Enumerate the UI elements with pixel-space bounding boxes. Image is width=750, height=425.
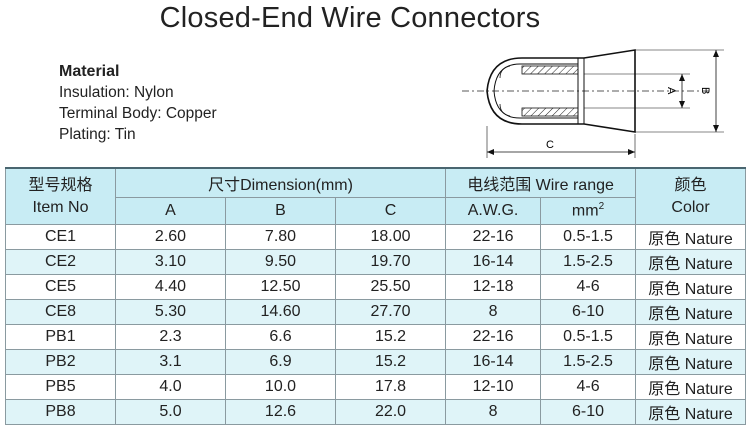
table-header-row-1: 型号规格 Item No 尺寸Dimension(mm) 电线范围 Wire r…	[5, 167, 747, 225]
table-header-row-2: A B C A.W.G. mm2	[6, 197, 746, 225]
connector-drawing: A B C	[462, 49, 724, 158]
material-insulation: Insulation: Nylon	[59, 84, 174, 101]
cell-dim-c: 22.0	[334, 399, 447, 425]
cell-awg: 22-16	[445, 224, 542, 250]
cell-item-no: CE2	[5, 249, 116, 275]
cell-color: 原色 Nature	[635, 399, 747, 425]
cell-dim-c: 17.8	[334, 374, 447, 400]
cell-color: 原色 Nature	[635, 249, 747, 275]
header-col-mm-sup: 2	[598, 201, 605, 213]
cell-dim-a: 4.0	[115, 374, 226, 400]
cell-dim-b: 6.9	[225, 349, 336, 375]
material-plating: Plating: Tin	[59, 126, 136, 143]
cell-mm2: 1.5-2.5	[540, 249, 637, 275]
material-block: Material Insulation: Nylon Terminal Body…	[59, 61, 217, 145]
cell-dim-c: 15.2	[334, 349, 447, 375]
cell-item-no: PB2	[5, 349, 116, 375]
cell-dim-c: 19.70	[334, 249, 447, 275]
header-color-cn: 颜色	[674, 176, 707, 194]
cell-dim-b: 7.80	[225, 224, 336, 250]
cell-dim-b: 6.6	[225, 324, 336, 350]
cell-mm2: 4-6	[540, 274, 637, 300]
cell-color: 原色 Nature	[635, 349, 747, 375]
cell-item-no: PB5	[5, 374, 116, 400]
cell-item-no: CE5	[5, 274, 116, 300]
spring-hatch-top	[521, 65, 579, 75]
cell-color: 原色 Nature	[635, 324, 747, 350]
cell-awg: 16-14	[445, 349, 542, 375]
cell-color: 原色 Nature	[635, 299, 747, 325]
header-col-c: C	[334, 197, 447, 225]
cell-dim-a: 2.3	[115, 324, 226, 350]
cell-dim-a: 3.10	[115, 249, 226, 275]
cell-dim-b: 10.0	[225, 374, 336, 400]
header-dimension: 尺寸Dimension(mm)	[114, 167, 447, 198]
cell-dim-b: 12.6	[225, 399, 336, 425]
cell-item-no: PB1	[5, 324, 116, 350]
cell-dim-c: 18.00	[334, 224, 447, 250]
cell-color: 原色 Nature	[635, 374, 747, 400]
cell-color: 原色 Nature	[635, 274, 747, 300]
material-terminal-body: Terminal Body: Copper	[59, 105, 217, 122]
header-item-no-cn: 型号规格	[28, 176, 93, 194]
connector-shell	[486, 49, 636, 133]
cell-awg: 12-18	[445, 274, 542, 300]
dim-label-c: C	[546, 139, 554, 151]
cell-dim-a: 3.1	[115, 349, 226, 375]
header-col-awg: A.W.G.	[445, 197, 542, 225]
cell-mm2: 0.5-1.5	[540, 224, 637, 250]
header-col-mm: mm	[571, 202, 599, 220]
cell-dim-c: 15.2	[334, 324, 447, 350]
header-wire-range: 电线范围 Wire range	[445, 167, 637, 198]
header-col-b: B	[225, 197, 336, 225]
cell-mm2: 6-10	[540, 399, 637, 425]
cell-dim-a: 2.60	[115, 224, 226, 250]
cell-awg: 16-14	[445, 249, 542, 275]
cell-awg: 8	[445, 399, 542, 425]
cell-item-no: PB8	[5, 399, 116, 425]
cell-dim-b: 12.50	[225, 274, 336, 300]
header-color: 颜色 Color	[635, 167, 747, 225]
header-item-no: 型号规格 Item No	[5, 167, 116, 225]
cell-awg: 22-16	[445, 324, 542, 350]
cell-mm2: 1.5-2.5	[540, 349, 637, 375]
cell-awg: 12-10	[445, 374, 542, 400]
cell-awg: 8	[445, 299, 542, 325]
cell-dim-a: 5.30	[115, 299, 226, 325]
material-heading: Material	[59, 63, 120, 80]
dim-label-b: B	[699, 87, 711, 94]
cell-dim-c: 27.70	[334, 299, 447, 325]
header-col-a: A	[115, 197, 226, 225]
header-col-mm2: mm2	[540, 197, 637, 225]
cell-dim-c: 25.50	[334, 274, 447, 300]
cell-item-no: CE8	[5, 299, 116, 325]
cell-color: 原色 Nature	[635, 224, 747, 250]
header-item-no-en: Item No	[32, 198, 89, 216]
cell-mm2: 0.5-1.5	[540, 324, 637, 350]
cell-mm2: 4-6	[540, 374, 637, 400]
cell-dim-a: 5.0	[115, 399, 226, 425]
cell-dim-b: 9.50	[225, 249, 336, 275]
spec-table: 型号规格 Item No 尺寸Dimension(mm) 电线范围 Wire r…	[5, 167, 747, 425]
cell-dim-a: 4.40	[115, 274, 226, 300]
dim-label-a: A	[665, 87, 677, 95]
cell-item-no: CE1	[5, 224, 116, 250]
cell-dim-b: 14.60	[225, 299, 336, 325]
page-title: Closed-End Wire Connectors	[159, 2, 541, 34]
cell-mm2: 6-10	[540, 299, 637, 325]
header-color-en: Color	[671, 198, 710, 216]
spring-hatch-bottom	[521, 107, 579, 117]
